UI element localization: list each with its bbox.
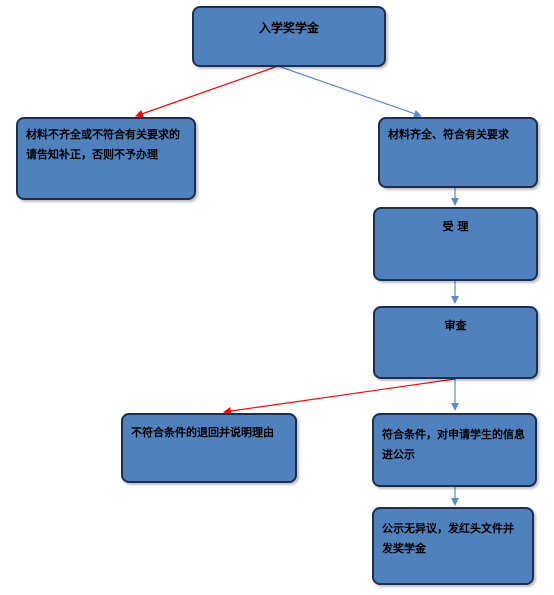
accept-label: 受 理 [442, 220, 469, 233]
qualified-label: 符合条件，对申请学生的信息进公示 [382, 428, 525, 461]
incomplete-materials-label: 材料不齐全或不符合有关要求的请告知补正，否则不予办理 [26, 128, 180, 161]
reject-label: 不符合条件的退回并说明理由 [131, 426, 274, 439]
accept-box: 受 理 [373, 207, 538, 281]
admission-scholarship-label: 入学奖学金 [258, 21, 319, 35]
qualified-box: 符合条件，对申请学生的信息进公示 [372, 413, 537, 487]
review-label: 审查 [444, 319, 467, 332]
award-label: 公示无异议，发红头文件并发奖学金 [382, 522, 514, 555]
complete-materials-box: 材料齐全、符合有关要求 [378, 117, 538, 188]
award-box: 公示无异议，发红头文件并发奖学金 [372, 507, 534, 585]
arrow-to-reject [223, 378, 456, 415]
arrow-to-complete [277, 65, 422, 118]
arrow-to-incomplete [135, 65, 279, 118]
review-box: 审查 [373, 306, 538, 379]
admission-scholarship-box: 入学奖学金 [192, 6, 386, 67]
incomplete-materials-box: 材料不齐全或不符合有关要求的请告知补正，否则不予办理 [16, 117, 196, 200]
reject-box: 不符合条件的退回并说明理由 [121, 413, 297, 483]
complete-materials-label: 材料齐全、符合有关要求 [388, 128, 509, 141]
